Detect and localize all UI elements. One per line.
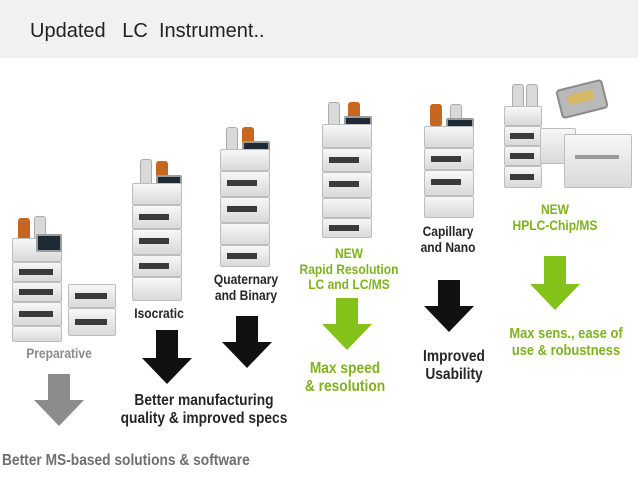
title-bar: Updated LC Instrument..	[0, 0, 638, 58]
gray-down-arrow-icon	[34, 374, 84, 426]
chip-instrument-image	[500, 78, 638, 196]
preparative-instrument-image	[10, 212, 120, 342]
usability-outcome-label: Improved Usability	[423, 348, 485, 383]
isocratic-instrument-image	[130, 155, 186, 303]
rapid-resolution-instrument-image	[320, 98, 376, 240]
ms-solutions-outcome-label: Better MS-based solutions & software	[2, 452, 250, 469]
capillary-label: Capillary and Nano	[420, 223, 476, 255]
isocratic-label: Isocratic	[134, 305, 184, 321]
preparative-label: Preparative	[26, 345, 92, 361]
black-down-arrow-icon	[222, 316, 272, 368]
capillary-instrument-image	[422, 100, 478, 220]
rapid-resolution-label: NEW Rapid Resolution LC and LC/MS	[299, 245, 399, 293]
chip-label: NEW HPLC-Chip/MS	[512, 201, 598, 233]
sensitivity-outcome-label: Max sens., ease of use & robustness	[509, 325, 623, 359]
slide-title: Updated LC Instrument..	[30, 20, 265, 42]
black-down-arrow-icon	[142, 330, 192, 384]
quaternary-label: Quaternary and Binary	[213, 271, 279, 303]
speed-outcome-label: Max speed & resolution	[304, 360, 386, 395]
green-down-arrow-icon	[530, 256, 580, 310]
green-down-arrow-icon	[322, 298, 372, 350]
black-down-arrow-icon	[424, 280, 474, 332]
manufacturing-outcome-label: Better manufacturing quality & improved …	[120, 392, 288, 427]
quaternary-instrument-image	[218, 123, 274, 269]
chip-card-icon	[555, 78, 609, 120]
